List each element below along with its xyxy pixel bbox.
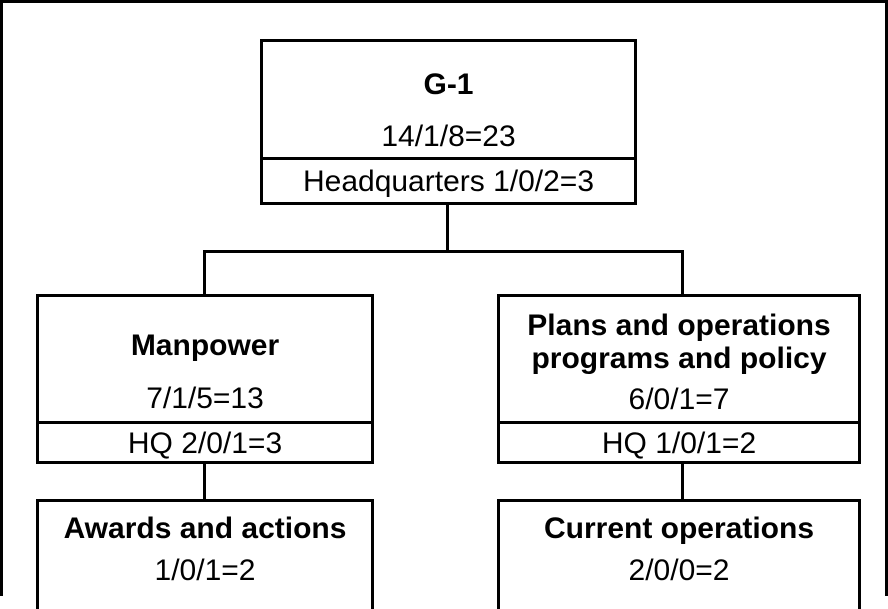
unit-title: Awards and actions <box>63 512 347 545</box>
unit-strength: 14/1/8=23 <box>381 120 516 153</box>
unit-strength: 7/1/5=13 <box>146 382 264 415</box>
unit-strength: 2/0/0=2 <box>628 554 730 587</box>
unit-title: Manpower <box>130 329 280 362</box>
unit-title: G-1 <box>423 68 474 101</box>
connector-right-child <box>681 462 684 502</box>
unit-hq-strength: Headquarters 1/0/2=3 <box>263 157 634 208</box>
connector-right-down <box>681 250 684 296</box>
connector-left-child <box>203 462 206 502</box>
unit-plans-operations: Plans and operations programs and policy… <box>497 294 861 464</box>
connector-horizontal <box>203 250 684 253</box>
diagram-frame <box>0 0 888 596</box>
unit-title-line2: programs and policy <box>531 342 827 375</box>
unit-title-line1: Plans and operations <box>527 309 831 342</box>
unit-hq-strength: HQ 1/0/1=2 <box>500 421 858 467</box>
unit-strength: 1/0/1=2 <box>154 554 256 587</box>
unit-current-operations: Current operations 2/0/0=2 <box>497 499 861 609</box>
unit-strength: 6/0/1=7 <box>628 383 730 416</box>
connector-left-down <box>203 250 206 296</box>
unit-g1: G-1 14/1/8=23 Headquarters 1/0/2=3 <box>260 39 637 205</box>
unit-manpower: Manpower 7/1/5=13 HQ 2/0/1=3 <box>36 294 374 464</box>
unit-awards-actions: Awards and actions 1/0/1=2 <box>36 499 374 609</box>
unit-title: Current operations <box>543 512 815 545</box>
unit-hq-strength: HQ 2/0/1=3 <box>39 421 371 467</box>
connector-root-down <box>446 203 449 253</box>
